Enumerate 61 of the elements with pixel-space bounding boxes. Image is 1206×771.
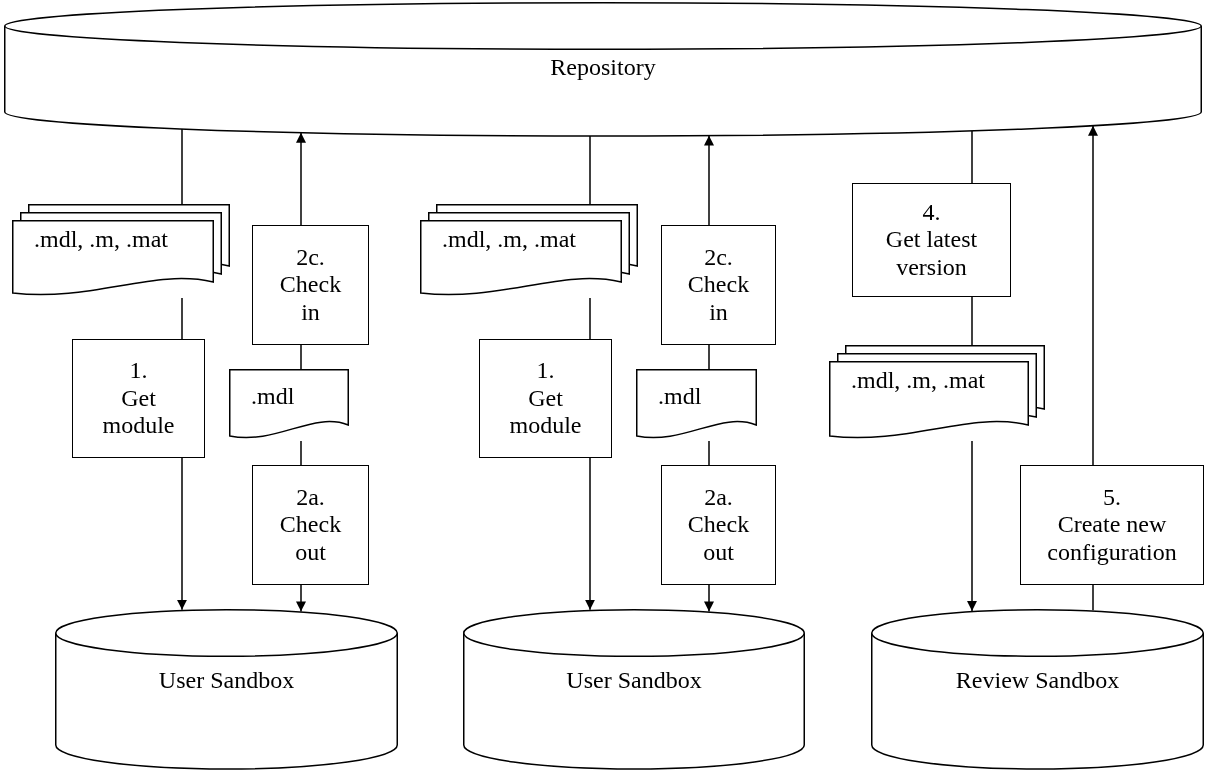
process-box <box>852 183 1011 297</box>
connector-line <box>589 135 591 205</box>
arrow <box>1088 125 1098 466</box>
step-number: 2c. <box>296 243 325 272</box>
file-label: .mdl, .m, .mat <box>442 226 576 253</box>
database-cylinder <box>55 609 398 769</box>
step-label: Check in <box>686 271 751 327</box>
connector-line <box>971 130 973 184</box>
file-label: .mdl, .m, .mat <box>34 226 168 253</box>
step-number: 1. <box>129 357 148 385</box>
connector-line <box>181 128 183 205</box>
connector-line <box>971 296 973 346</box>
connector-line <box>589 297 591 340</box>
arrow <box>704 134 714 226</box>
document-stack <box>829 345 1045 441</box>
arrow <box>967 440 977 612</box>
process-box <box>1020 465 1204 585</box>
arrow <box>296 584 306 613</box>
process-box <box>661 225 776 345</box>
arrow <box>177 457 187 611</box>
file-label: .mdl <box>658 383 702 410</box>
document-shape <box>636 369 757 441</box>
step-label: Create new configuration <box>1046 511 1178 567</box>
arrow <box>704 584 714 613</box>
document-stack <box>12 204 230 298</box>
connector-line <box>300 440 302 466</box>
arrow <box>296 132 306 226</box>
step-number: 2c. <box>704 243 733 272</box>
file-label: .mdl <box>251 383 295 410</box>
database-cylinder <box>871 609 1204 769</box>
arrow <box>585 457 595 611</box>
cylinder-label: Repository <box>549 54 657 81</box>
process-box <box>252 225 369 345</box>
process-box <box>252 465 369 585</box>
step-number: 2a. <box>296 483 325 512</box>
connector-line <box>708 344 710 370</box>
step-label: Check out <box>278 511 343 567</box>
process-box <box>661 465 776 585</box>
step-number: 1. <box>536 357 555 385</box>
step-label: Check in <box>278 271 343 327</box>
step-label: Check out <box>686 511 751 567</box>
cylinder-label: User Sandbox <box>565 667 703 694</box>
process-box <box>479 339 612 458</box>
step-label: Get module <box>508 384 583 440</box>
connector-line <box>708 440 710 466</box>
document-stack <box>420 204 638 298</box>
document-shape <box>229 369 349 441</box>
step-number: 5. <box>1103 483 1121 512</box>
step-label: Get latest version <box>884 226 979 282</box>
step-number: 2a. <box>704 483 733 512</box>
cylinder-label: User Sandbox <box>157 667 296 694</box>
database-cylinder <box>4 2 1202 136</box>
step-label: Get module <box>101 384 176 440</box>
file-label: .mdl, .m, .mat <box>851 367 985 394</box>
database-cylinder <box>463 609 805 769</box>
connector-line <box>300 344 302 370</box>
connector-line <box>181 297 183 340</box>
connector-line <box>1092 584 1094 612</box>
step-number: 4. <box>922 198 941 227</box>
cylinder-label: Review Sandbox <box>954 667 1121 694</box>
process-box <box>72 339 205 458</box>
